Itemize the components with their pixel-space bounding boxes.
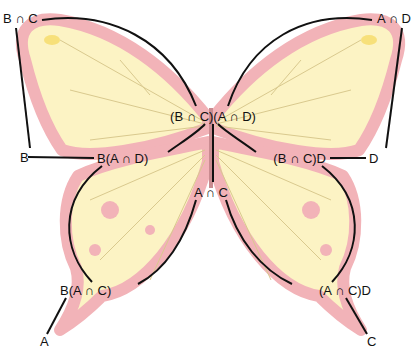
set-expression-label: B(A ∩ D) xyxy=(97,151,148,166)
right-wings xyxy=(213,19,399,330)
bracket-lines xyxy=(16,18,402,334)
set-expression-label: B xyxy=(20,150,29,165)
left-wings xyxy=(22,19,208,330)
set-expression-label: (A ∩ C)D xyxy=(319,283,371,298)
set-expression-label: C xyxy=(367,334,376,349)
set-expression-label: A ∩ D xyxy=(377,11,411,26)
set-expression-label: A xyxy=(40,334,49,349)
set-expression-label: D xyxy=(369,151,378,166)
set-expression-label: B(A ∩ C) xyxy=(60,283,111,298)
set-expression-label: (B ∩ C)(A ∩ D) xyxy=(170,109,256,124)
set-expression-label: A ∩ C xyxy=(194,185,228,200)
set-expression-label: (B ∩ C)D xyxy=(273,151,326,166)
set-expression-label: B ∩ C xyxy=(3,11,38,26)
